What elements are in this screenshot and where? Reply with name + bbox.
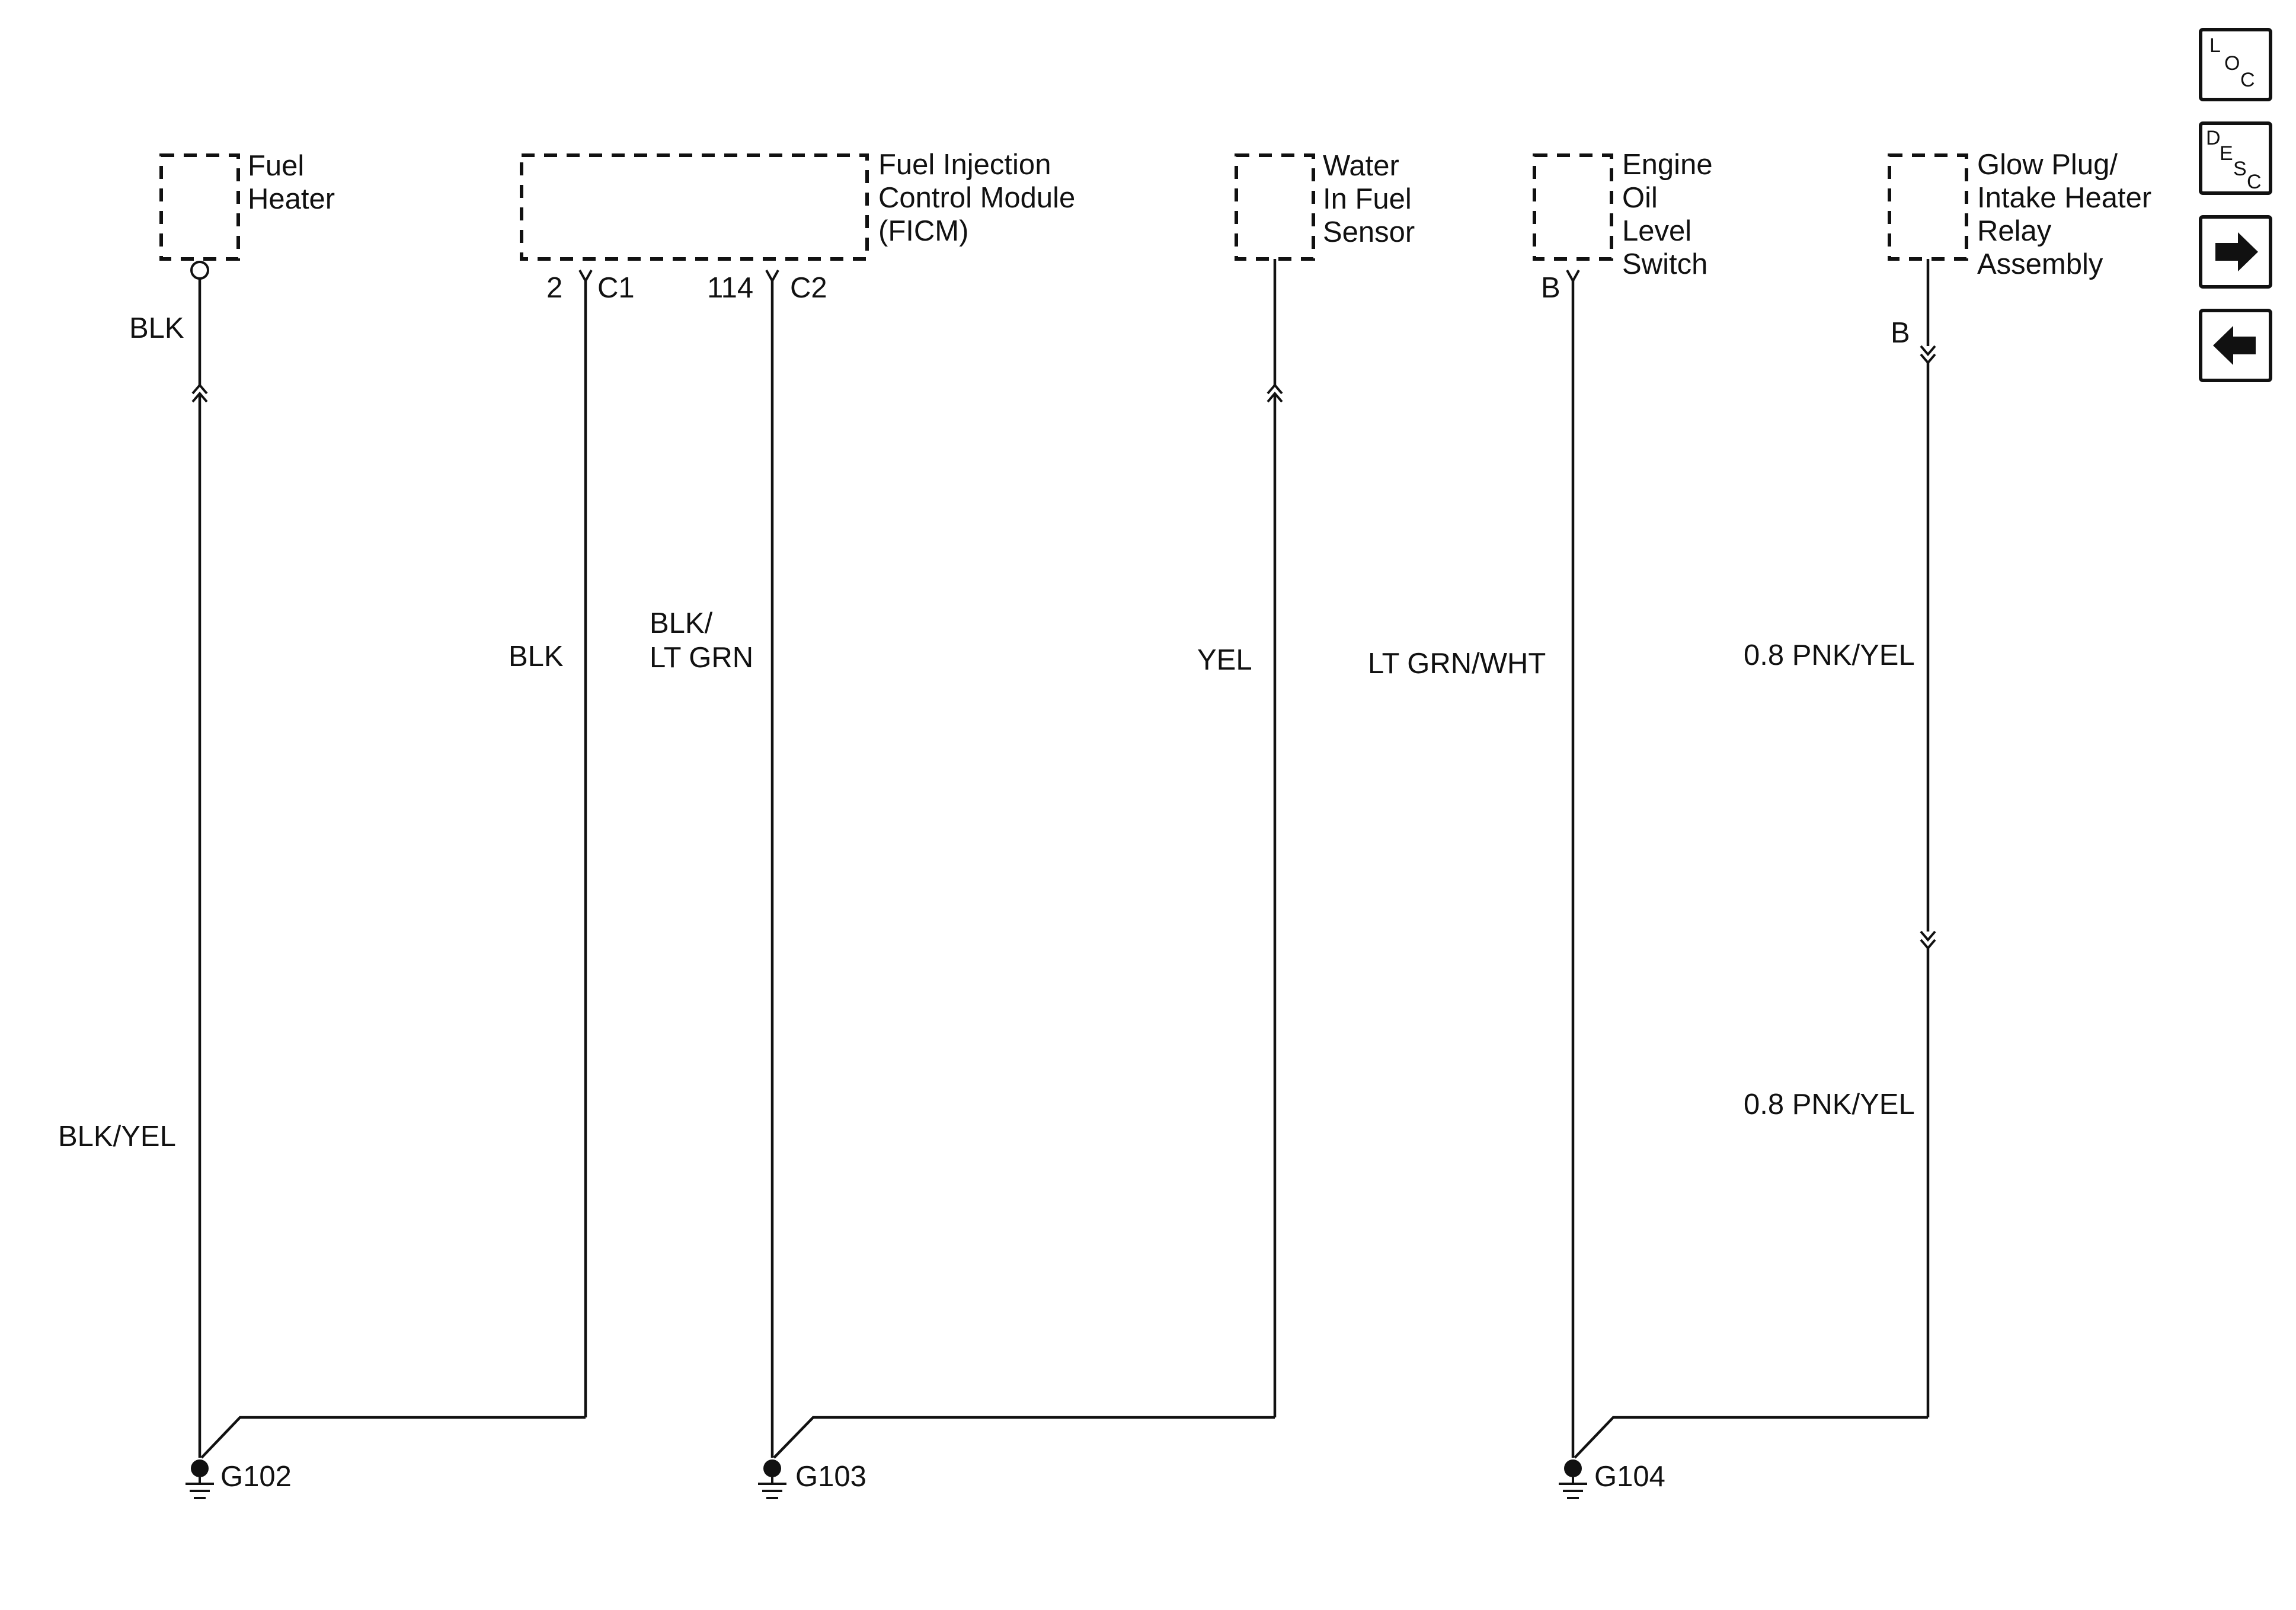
loc-letter: L bbox=[2209, 34, 2221, 57]
desc-letter: E bbox=[2220, 142, 2233, 165]
desc-button-frame bbox=[2199, 121, 2272, 195]
ficm-box bbox=[520, 153, 869, 261]
arrow-left-icon bbox=[2213, 326, 2256, 365]
ground-symbol-icon bbox=[758, 1477, 786, 1499]
wire-color-label: LT GRN/WHT bbox=[1368, 648, 1546, 680]
fuel-heater-label: Fuel Heater bbox=[248, 150, 335, 215]
desc-letter: C bbox=[2247, 171, 2262, 193]
water-in-fuel-label-line: Sensor bbox=[1323, 216, 1415, 248]
fuel-heater-label-line: Heater bbox=[248, 183, 335, 215]
ficm-c1-pin-label: 2 bbox=[546, 272, 562, 304]
g104-splice-wire bbox=[1574, 1416, 1928, 1459]
arrow-right-icon bbox=[2215, 232, 2258, 271]
water-in-fuel-label-line: Water bbox=[1323, 150, 1399, 182]
wire-color-label: YEL bbox=[1197, 644, 1252, 676]
oil-switch-label-line: Oil bbox=[1622, 182, 1658, 214]
glow-relay-label-line: Relay bbox=[1977, 215, 2052, 247]
ground-g102: G102 bbox=[186, 1459, 292, 1499]
desc-button[interactable]: D E S C bbox=[2199, 121, 2272, 195]
wire-color-label: BLK/ LT GRN bbox=[650, 607, 753, 674]
g102-splice-wire bbox=[200, 1416, 586, 1459]
ficm-c2-connector-label: C2 bbox=[790, 272, 827, 304]
ground-node-icon bbox=[1564, 1459, 1582, 1477]
ficm-label-line: Control Module bbox=[878, 182, 1075, 214]
oil-switch-label-line: Switch bbox=[1622, 248, 1707, 280]
wire-color-label: 0.8 PNK/YEL bbox=[1744, 1089, 1915, 1121]
ground-node-icon bbox=[763, 1459, 781, 1477]
loc-button[interactable]: L O C bbox=[2199, 28, 2272, 101]
wire-color-label: BLK bbox=[129, 312, 184, 344]
glow-relay-label-line: Glow Plug/ bbox=[1977, 149, 2118, 181]
wire-color-label-line: BLK/ bbox=[650, 607, 713, 639]
ground-label: G103 bbox=[795, 1461, 866, 1493]
ficm-label: Fuel Injection Control Module (FICM) bbox=[878, 149, 1083, 247]
ficm-c2-connector-icon bbox=[765, 270, 779, 284]
wire-color-label: BLK bbox=[509, 641, 564, 673]
water-in-fuel-label-line: In Fuel bbox=[1323, 183, 1412, 215]
desc-letter: D bbox=[2206, 127, 2221, 149]
ficm-c2-pin-label: 114 bbox=[707, 272, 753, 304]
desc-letter: S bbox=[2233, 158, 2247, 180]
oil-switch-pin-label: B bbox=[1541, 272, 1560, 304]
oil-switch-label-line: Level bbox=[1622, 215, 1691, 247]
wire-color-label: 0.8 PNK/YEL bbox=[1744, 639, 1915, 671]
ground-node-icon bbox=[191, 1459, 209, 1477]
oil-switch-label-line: Engine bbox=[1622, 149, 1713, 181]
ground-symbol-icon bbox=[1559, 1477, 1587, 1499]
ground-label: G102 bbox=[220, 1461, 292, 1493]
engine-oil-level-switch-box bbox=[1533, 153, 1613, 261]
ground-symbol-icon bbox=[186, 1477, 214, 1499]
previous-page-button[interactable] bbox=[2199, 309, 2272, 382]
ground-label: G104 bbox=[1594, 1461, 1665, 1493]
ficm-label-line: (FICM) bbox=[878, 215, 968, 247]
glow-relay-label-line: Assembly bbox=[1977, 248, 2103, 280]
glow-plug-relay-box bbox=[1888, 153, 1968, 261]
loc-button-frame bbox=[2199, 28, 2272, 101]
wire-color-label: BLK/YEL bbox=[58, 1121, 176, 1153]
ficm-c1-connector-icon bbox=[578, 270, 593, 284]
loc-letter: O bbox=[2224, 52, 2240, 75]
glow-relay-label-line: Intake Heater bbox=[1977, 182, 2151, 214]
ficm-c1-connector-label: C1 bbox=[597, 272, 635, 304]
inline-connector-icon bbox=[1920, 930, 1936, 950]
g103-splice-wire bbox=[773, 1416, 1275, 1459]
fuel-heater-terminal-icon bbox=[190, 261, 209, 280]
loc-letter: C bbox=[2240, 69, 2255, 91]
water-in-fuel-sensor-label: Water In Fuel Sensor bbox=[1323, 150, 1419, 248]
next-page-button[interactable] bbox=[2199, 215, 2272, 289]
glow-relay-connector-icon bbox=[1920, 345, 1936, 365]
fuel-heater-box bbox=[159, 153, 240, 261]
ground-g103: G103 bbox=[758, 1459, 866, 1499]
ground-g104: G104 bbox=[1559, 1459, 1665, 1499]
fuel-heater-label-line: Fuel bbox=[248, 150, 304, 182]
glow-plug-relay-label: Glow Plug/ Intake Heater Relay Assembly bbox=[1977, 149, 2160, 280]
wire-color-label-line: LT GRN bbox=[650, 642, 753, 674]
engine-oil-level-switch-label: Engine Oil Level Switch bbox=[1622, 149, 1721, 280]
water-in-fuel-sensor-box bbox=[1235, 153, 1315, 261]
oil-switch-connector-icon bbox=[1566, 270, 1580, 284]
glow-relay-pin-label: B bbox=[1891, 317, 1910, 349]
ficm-label-line: Fuel Injection bbox=[878, 149, 1051, 181]
